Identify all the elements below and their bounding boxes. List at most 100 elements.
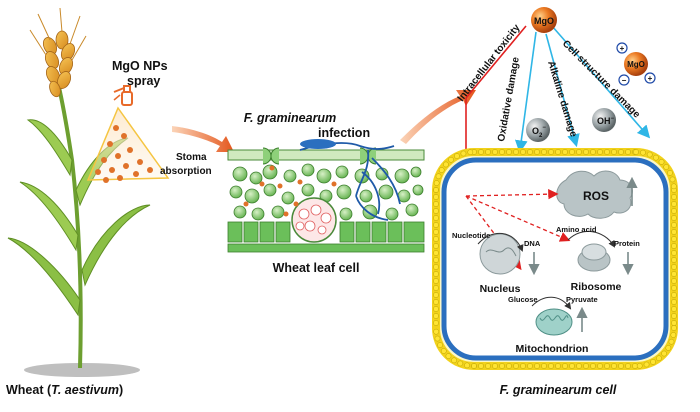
spray-cone — [86, 106, 170, 181]
ion-icons: + + − — [616, 42, 656, 86]
membrane-bead — [670, 183, 677, 190]
membrane-bead — [671, 325, 677, 331]
mgo-particle — [531, 7, 557, 33]
mgo-particle-small-label: MgO — [627, 60, 645, 69]
membrane-bead — [506, 363, 512, 369]
membrane-bead — [506, 149, 512, 155]
membrane-bead — [433, 313, 439, 319]
membrane-bead — [433, 187, 439, 193]
membrane-bead — [665, 345, 672, 351]
infection-word: infection — [318, 126, 370, 140]
membrane-bead — [576, 149, 582, 155]
membrane-bead — [485, 149, 491, 155]
membrane-bead — [492, 149, 498, 155]
membrane-bead — [433, 243, 439, 249]
wheat-leaf — [7, 237, 81, 317]
ros-cloud — [556, 170, 633, 219]
stoma-label-1: Stoma — [176, 152, 207, 163]
membrane-bead — [636, 362, 643, 369]
membrane-bead — [460, 150, 467, 157]
membrane-bead — [590, 363, 596, 369]
membrane-bead — [671, 257, 677, 263]
wheat-leaf — [26, 119, 73, 177]
membrane-bead — [457, 360, 464, 367]
membrane-bead — [671, 292, 677, 298]
membrane-bead — [433, 250, 439, 256]
membrane-bead — [671, 215, 677, 221]
ros-label: ROS — [583, 189, 609, 203]
membrane-bead — [658, 159, 665, 165]
mgo-spray-label-2: spray — [127, 74, 160, 88]
membrane-bead — [527, 363, 533, 369]
membrane-bead — [671, 208, 677, 214]
ground-shadow — [24, 363, 140, 377]
oxidative-damage-label: Oxidative damage — [496, 56, 522, 143]
membrane-bead — [604, 149, 610, 155]
membrane-bead — [597, 363, 603, 369]
membrane-bead — [671, 320, 677, 326]
membrane-bead — [671, 306, 677, 312]
amino-acid-label: Amino acid — [556, 225, 597, 234]
membrane-bead — [643, 361, 650, 368]
alkaline-damage-arrow — [545, 33, 580, 148]
membrane-bead — [663, 164, 670, 170]
superoxide-sphere — [526, 118, 550, 142]
membrane-bead — [625, 149, 631, 155]
membrane-bead — [485, 363, 491, 369]
membrane-bead — [435, 173, 442, 180]
intracellular-toxicity-arrow — [465, 25, 527, 99]
wheat-caption: Wheat (T. aestivum) — [6, 383, 123, 397]
membrane-bead — [633, 149, 639, 155]
svg-text:−: − — [622, 76, 627, 85]
cell-structure-damage-arrow — [551, 25, 651, 139]
superoxide-label: O2− — [532, 125, 546, 139]
membrane-bead — [650, 359, 656, 365]
membrane-bead — [433, 292, 439, 298]
svg-text:+: + — [620, 44, 625, 53]
membrane-bead — [625, 363, 631, 369]
membrane-bead — [513, 363, 519, 369]
alkaline-damage-label: Alkaline damage — [545, 60, 579, 139]
nucleus-icon — [479, 233, 521, 275]
membrane-bead — [451, 357, 457, 364]
membrane-bead — [618, 149, 624, 155]
wheat-leaf — [81, 204, 151, 287]
membrane-bead — [433, 194, 439, 200]
membrane-bead — [433, 257, 439, 263]
aminoacid-to-protein-arrow — [567, 231, 616, 248]
membrane-bead — [437, 342, 443, 348]
mgo-particle-label: MgO — [534, 16, 554, 26]
membrane-bead — [569, 363, 575, 369]
membrane-bead — [433, 299, 439, 305]
membrane-bead — [555, 363, 561, 369]
membrane-bead — [433, 320, 439, 326]
membrane-bead — [548, 149, 554, 155]
membrane-bead — [618, 363, 624, 369]
membrane-bead — [653, 154, 659, 161]
nucleus-label: Nucleus — [480, 283, 521, 295]
membrane-bead — [597, 149, 603, 155]
membrane-bead — [569, 149, 575, 155]
membrane-bead — [671, 201, 677, 207]
membrane-bead — [611, 363, 617, 369]
membrane-bead — [670, 332, 677, 338]
hydroxide-sphere — [592, 108, 616, 132]
membrane-bead — [433, 264, 439, 270]
membrane-bead — [583, 363, 589, 369]
fungal-spore — [300, 139, 336, 149]
membrane-bead — [433, 180, 440, 186]
membrane-bead — [440, 348, 447, 354]
membrane-bead — [433, 229, 439, 235]
membrane-bead — [671, 222, 677, 228]
membrane-bead — [671, 271, 677, 277]
spray-bottle-icon — [113, 85, 133, 106]
membrane-bead — [534, 363, 540, 369]
arrow-to-fungus — [400, 90, 476, 144]
membrane-bead — [438, 167, 445, 173]
glucose-to-pyruvate-arrow — [531, 296, 572, 310]
membrane-bead — [671, 243, 677, 249]
membrane-bead — [646, 151, 653, 158]
mitochondrion-icon — [535, 308, 573, 336]
wheat-stem — [53, 69, 83, 369]
fungus-caption: F. graminearum cell — [500, 383, 617, 397]
